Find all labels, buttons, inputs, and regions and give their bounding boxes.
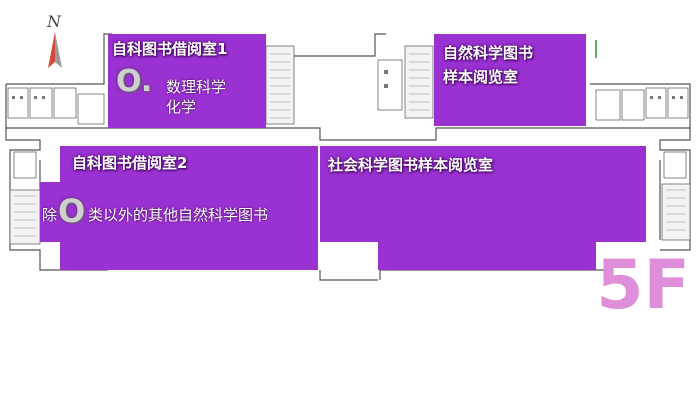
room-subject-suffix: 类以外的其他自然科学图书 <box>88 206 269 224</box>
north-compass: N <box>40 12 70 72</box>
room-natural-science-sample[interactable] <box>434 34 586 126</box>
room-subject-line-1: 数理科学 <box>166 78 227 96</box>
room-title-natural-sample-line-1: 自然科学图书 <box>443 44 534 62</box>
room-natural-science-loan-2[interactable] <box>60 146 318 270</box>
floor-label: 5F <box>596 246 690 325</box>
room-social-science-sample-lower <box>378 240 596 270</box>
room-title-natural-loan-2: 自科图书借阅室2 <box>72 154 188 172</box>
room-subject-line-2: 化学 <box>166 98 197 116</box>
north-arrow-icon <box>48 32 62 68</box>
room-title-social-sample: 社会科学图书样本阅览室 <box>328 156 494 174</box>
room-natural-science-loan-1[interactable] <box>108 34 266 128</box>
class-letter-o: O. <box>116 64 153 99</box>
room-title-natural-sample-line-2: 样本阅览室 <box>443 68 519 86</box>
class-letter-o-2: O <box>58 192 86 230</box>
room-subject-prefix: 除 <box>42 206 58 224</box>
north-letter: N <box>47 12 61 31</box>
room-title-natural-loan-1: 自科图书借阅室1 <box>112 40 228 58</box>
room-social-science-sample[interactable] <box>320 146 646 242</box>
room-natural-science-loan-2-lower <box>40 182 70 242</box>
